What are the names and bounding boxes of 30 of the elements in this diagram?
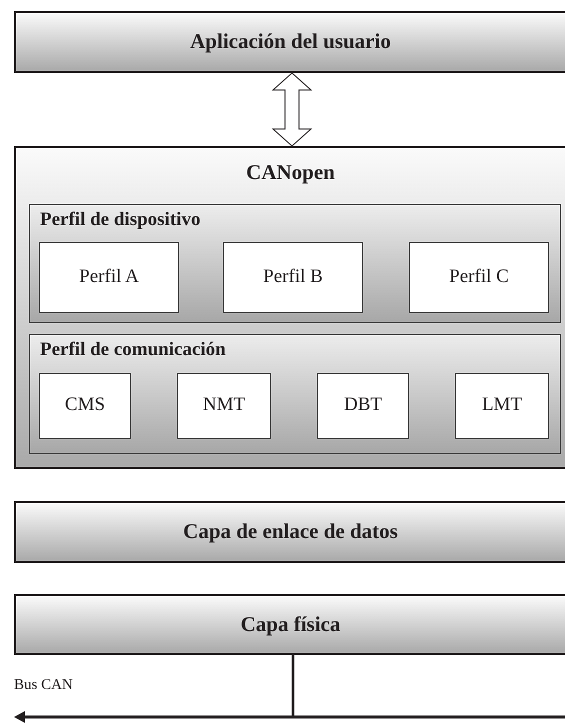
module-box [455,373,549,439]
module-label: NMT [202,394,246,416]
layer-box [14,501,565,563]
connector-line [292,655,294,716]
layer-title: Capa de enlace de datos [182,519,399,544]
module-box [39,373,131,439]
module-box [223,242,363,313]
module-label: LMT [480,394,524,416]
bus-label: Bus CAN [14,677,73,694]
module-label: CMS [64,394,106,416]
group-heading: Perfil de dispositivo [40,209,200,231]
module-label: DBT [343,394,383,416]
profile-group-panel [29,204,561,323]
bus-line [14,710,565,723]
module-box [177,373,271,439]
module-label: Perfil A [78,266,140,288]
protocol-stack-panel [14,146,565,469]
profile-group-panel [29,334,561,454]
panel-title: CANopen [245,160,336,185]
layer-title: Aplicación del usuario [189,29,392,54]
module-label: Perfil C [448,266,510,288]
layer-title: Capa física [240,612,342,636]
module-label: Perfil B [262,266,324,288]
layer-box [14,11,565,73]
double-block-arrow [272,72,312,147]
module-box [317,373,409,439]
module-box [409,242,549,313]
group-heading: Perfil de comunicación [40,339,226,361]
layer-box [14,594,565,655]
module-box [39,242,179,313]
